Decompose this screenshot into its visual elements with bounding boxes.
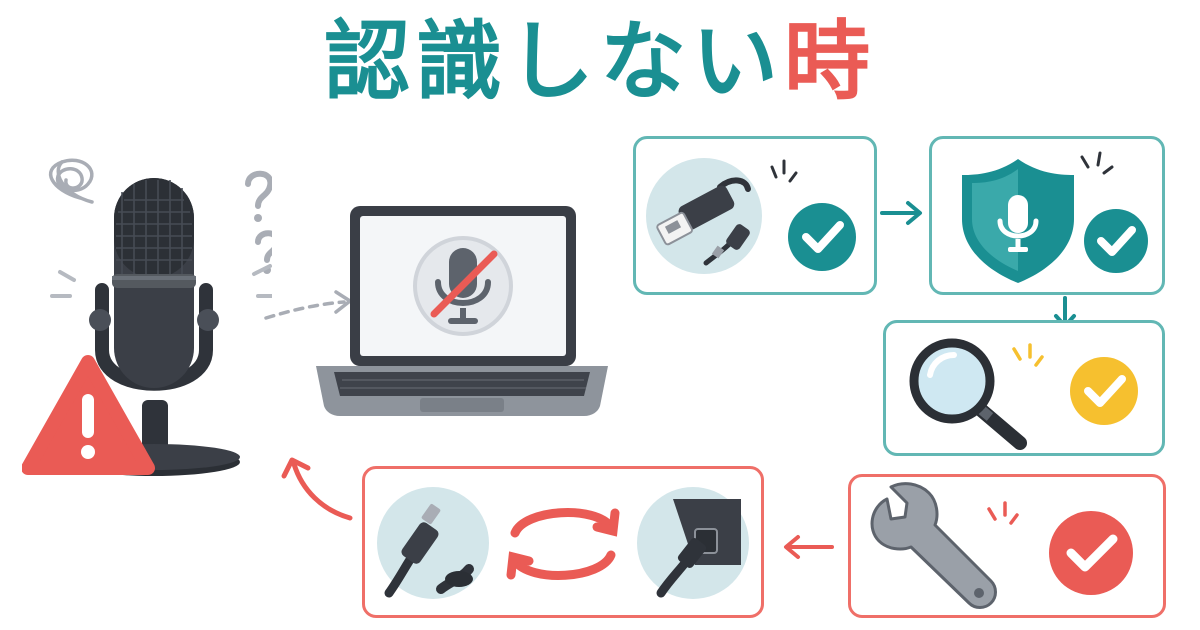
question-mark-icon <box>255 230 272 263</box>
step-card-mic-permission[interactable] <box>929 136 1165 295</box>
check-circle-icon <box>1084 209 1148 273</box>
step-card-reconnect[interactable] <box>362 466 764 618</box>
check-circle-icon <box>1049 511 1133 595</box>
page-title: 認識しない時 <box>0 6 1200 118</box>
usb-cable-icon <box>656 177 751 266</box>
step-card-usb-cable[interactable] <box>633 136 877 295</box>
mic-muted-icon <box>413 236 513 336</box>
check-circle-icon <box>1070 357 1138 425</box>
wrench-icon <box>870 482 997 609</box>
step-card-troubleshoot[interactable] <box>848 474 1166 618</box>
studio-microphone-icon <box>22 158 272 476</box>
usb-plug-icon <box>384 503 474 598</box>
laptop-icon <box>316 206 608 416</box>
refresh-cycle-icon <box>506 508 620 580</box>
title-main: 認識しない <box>324 12 784 112</box>
arrow-left-icon <box>784 535 834 559</box>
scribble-icon <box>48 158 94 204</box>
title-accent: 時 <box>784 12 876 112</box>
step-card-inspect-settings[interactable] <box>883 320 1165 456</box>
question-mark-icon <box>245 170 272 209</box>
warning-triangle-icon <box>22 355 155 475</box>
shield-mic-icon <box>962 159 1074 283</box>
curved-arrow-icon <box>281 457 353 521</box>
usb-port-icon <box>656 499 741 598</box>
magnifying-glass-icon <box>909 338 1027 450</box>
check-circle-icon <box>788 203 856 271</box>
arrow-right-icon <box>880 201 922 225</box>
